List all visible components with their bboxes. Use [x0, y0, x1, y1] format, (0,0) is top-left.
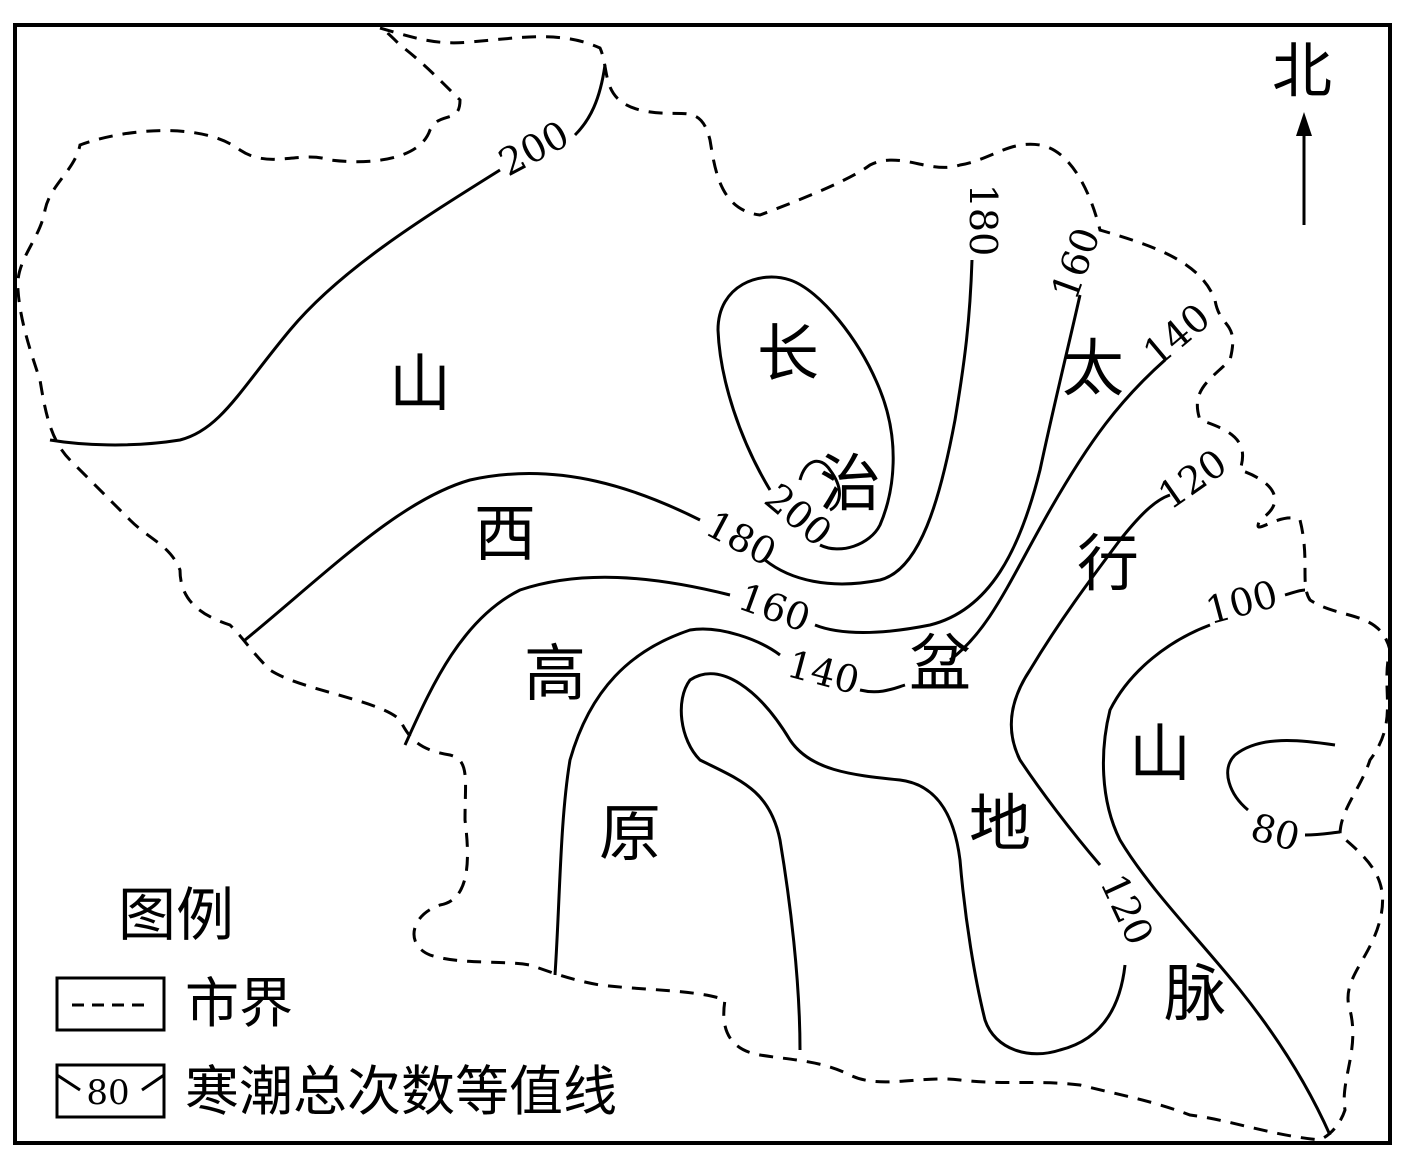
label-shanxi-4: 原 — [599, 797, 661, 870]
label-taihang-3: 山 — [1129, 717, 1191, 790]
contour-label-180-east: 180 — [961, 184, 1005, 257]
contour-80 — [1226, 739, 1341, 837]
contour-label-120-north: 120 — [1150, 441, 1235, 519]
contour-label-120-south: 120 — [1092, 867, 1163, 951]
label-taihang-2: 行 — [1077, 527, 1139, 600]
label-taihang-1: 太 — [1062, 332, 1124, 405]
label-changzhi-4: 地 — [969, 787, 1031, 860]
legend: 图例 市界 80 寒潮总次数等值线 — [55, 881, 617, 1123]
contour-label-200-north: 200 — [492, 112, 577, 185]
label-changzhi-2: 治 — [819, 447, 881, 520]
legend-boundary-swatch — [55, 976, 166, 1032]
contour-label-80: 80 — [1246, 805, 1304, 860]
legend-isoline-sample-value: 80 — [86, 1073, 129, 1113]
legend-isoline-swatch — [55, 1063, 166, 1119]
map-frame — [13, 23, 1392, 1145]
city-boundary — [16, 26, 1392, 1142]
label-changzhi-1: 长 — [757, 317, 819, 390]
contour-label-140-west: 140 — [783, 642, 864, 703]
north-arrow-head-icon — [1296, 112, 1312, 136]
contour-100 — [1101, 588, 1332, 1136]
contour-label-100: 100 — [1201, 572, 1282, 633]
legend-isoline-icon — [56, 1073, 165, 1092]
contour-120 — [679, 493, 1171, 1056]
north-label: 北 — [1272, 37, 1332, 107]
label-shanxi-2: 西 — [474, 497, 536, 570]
legend-item-isoline: 寒潮总次数等值线 — [185, 1060, 617, 1123]
legend-title: 图例 — [118, 881, 234, 949]
contour-160 — [403, 294, 1082, 746]
contour-label-160-west: 160 — [733, 575, 816, 641]
label-changzhi-3: 盆 — [909, 627, 971, 700]
label-shanxi-1: 山 — [389, 347, 451, 420]
label-taihang-4: 脉 — [1164, 957, 1226, 1030]
contour-200-changzhi — [716, 275, 895, 551]
contour-180 — [244, 259, 974, 642]
north-arrow: 北 — [1272, 37, 1332, 225]
contour-label-140-east: 140 — [1135, 295, 1219, 375]
contour-200-north — [49, 64, 607, 447]
contour-label-160-east: 160 — [1043, 222, 1109, 305]
label-shanxi-3: 高 — [524, 637, 586, 710]
contour-140 — [553, 358, 1166, 976]
legend-item-boundary: 市界 — [185, 972, 293, 1035]
